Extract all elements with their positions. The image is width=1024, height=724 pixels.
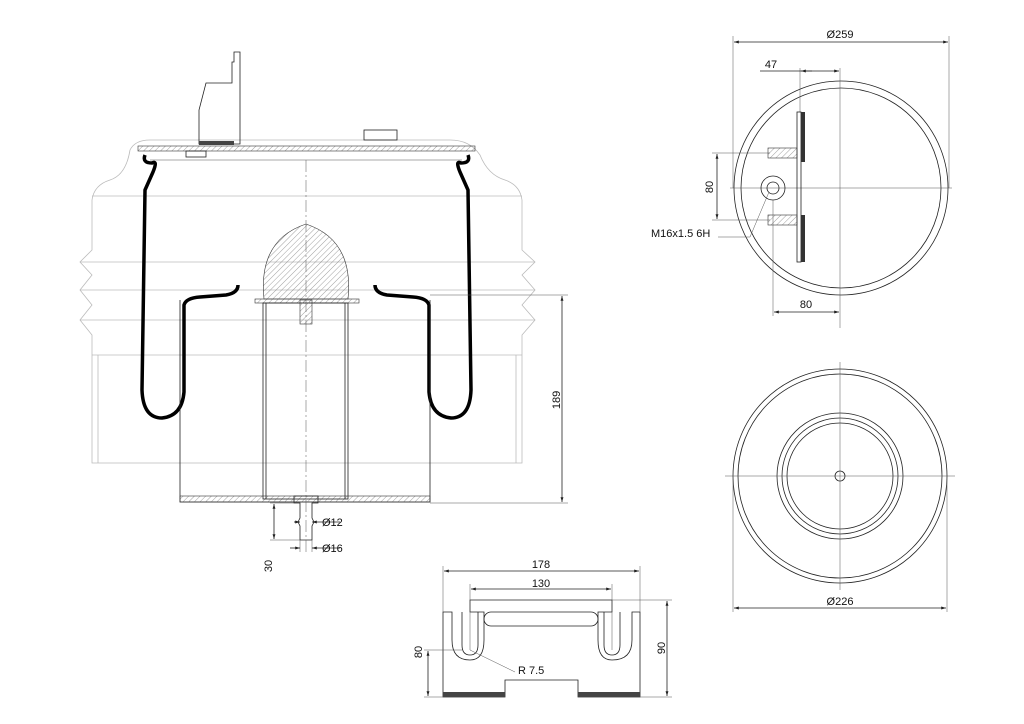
bracket-outline (442, 599, 641, 698)
bracket-slot (483, 611, 599, 627)
stud-lower (767, 214, 798, 226)
thread-hole (766, 181, 780, 195)
outer-width-label: 178 (532, 559, 550, 571)
inner-width-label: 130 (532, 578, 550, 590)
top-plate (137, 145, 476, 152)
plate-nut (185, 150, 207, 158)
offset-label: 47 (765, 59, 777, 71)
rubber-bellow-right (373, 154, 473, 420)
height-label: 189 (551, 391, 563, 409)
stud-spacing-label: 80 (704, 181, 716, 193)
side-section-view: 189 Ø12 Ø16 30 (79, 51, 568, 572)
top-view: Ø259 47 80 M16x1.5 6H 80 (651, 29, 952, 328)
thread-label: M16x1.5 6H (651, 228, 710, 240)
bottom-diameter-label: Ø226 (827, 596, 854, 608)
stud-offset-label: 80 (800, 299, 812, 311)
stud-upper (767, 147, 798, 159)
top-diameter-label: Ø259 (827, 29, 854, 41)
bottom-view: Ø226 (725, 362, 955, 612)
piston (179, 300, 431, 503)
outer-height-label: 90 (656, 642, 668, 654)
radius-label: R 7.5 (518, 665, 544, 677)
air-fitting (363, 129, 398, 141)
mount-pad (199, 141, 234, 145)
top-mount-bracket (198, 51, 241, 145)
bracket-view: 178 130 80 90 R 7.5 (413, 559, 672, 698)
pin-diameter-large-label: Ø16 (322, 543, 343, 555)
rubber-bellow (140, 154, 240, 420)
inner-tube (262, 302, 349, 500)
pin-length-label: 30 (263, 560, 275, 572)
inner-height-label: 80 (413, 646, 425, 658)
bracket-plate (796, 111, 802, 263)
pin-diameter-small-label: Ø12 (322, 517, 343, 529)
